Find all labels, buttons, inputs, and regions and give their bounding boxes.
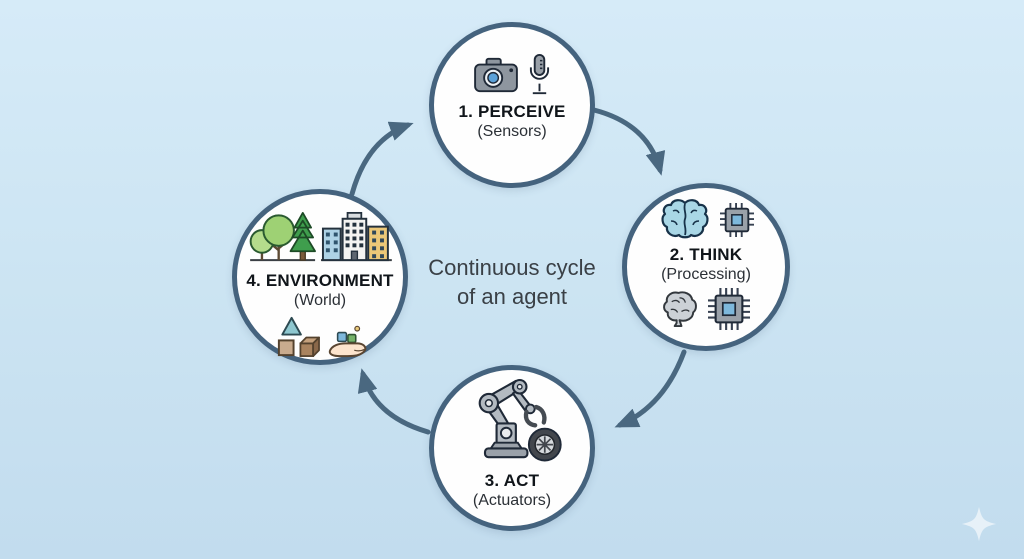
arrow-environment-to-perceive [349, 121, 414, 197]
environment-title: 4. ENVIRONMENT [246, 271, 394, 290]
camera-icon [473, 56, 519, 94]
environment-subtitle: (World) [293, 292, 347, 309]
node-act: 3. ACT (Actuators) [429, 365, 595, 531]
robot-arm-icon [458, 375, 566, 466]
buildings-icon [320, 211, 392, 262]
think-title: 2. THINK [669, 245, 743, 264]
wheel-icon [527, 427, 562, 462]
side-brain-icon [662, 290, 699, 329]
arrow-think-to-act [614, 349, 687, 428]
think-icons-bottom [662, 288, 750, 330]
environment-icons-top [246, 205, 394, 266]
microphone-icon [528, 53, 551, 97]
arrow-perceive-to-think [591, 107, 666, 176]
caption-line2: of an agent [456, 284, 568, 310]
act-subtitle: (Actuators) [472, 492, 552, 509]
triangle-icon [281, 316, 302, 336]
hand-icon [328, 325, 367, 358]
think-subtitle: (Processing) [661, 266, 751, 283]
think-icons-top [659, 198, 754, 242]
perceive-subtitle: (Sensors) [477, 123, 547, 140]
sparkle-icon [960, 505, 998, 543]
diagram-caption: Continuous cycle of an agent [392, 253, 632, 311]
brain-icon [659, 198, 711, 242]
node-perceive: 1. PERCEIVE (Sensors) [429, 22, 595, 188]
environment-icons-bottom [271, 313, 369, 360]
trees-buildings-icon [246, 205, 394, 266]
node-think: 2. THINK (Processing) [622, 183, 790, 351]
trees-icon [249, 211, 316, 262]
act-title: 3. ACT [484, 471, 540, 490]
perceive-title: 1. PERCEIVE [458, 102, 566, 121]
act-icons [458, 375, 566, 466]
arrow-act-to-environment [357, 368, 431, 435]
shapes-hand-icon [271, 313, 369, 360]
chip-icon [708, 288, 750, 330]
caption-line1: Continuous cycle [428, 255, 596, 280]
perceive-icons [473, 53, 551, 97]
chip-icon [719, 203, 754, 237]
node-environment: 4. ENVIRONMENT (World) [232, 189, 408, 365]
cube-icons [277, 336, 320, 357]
